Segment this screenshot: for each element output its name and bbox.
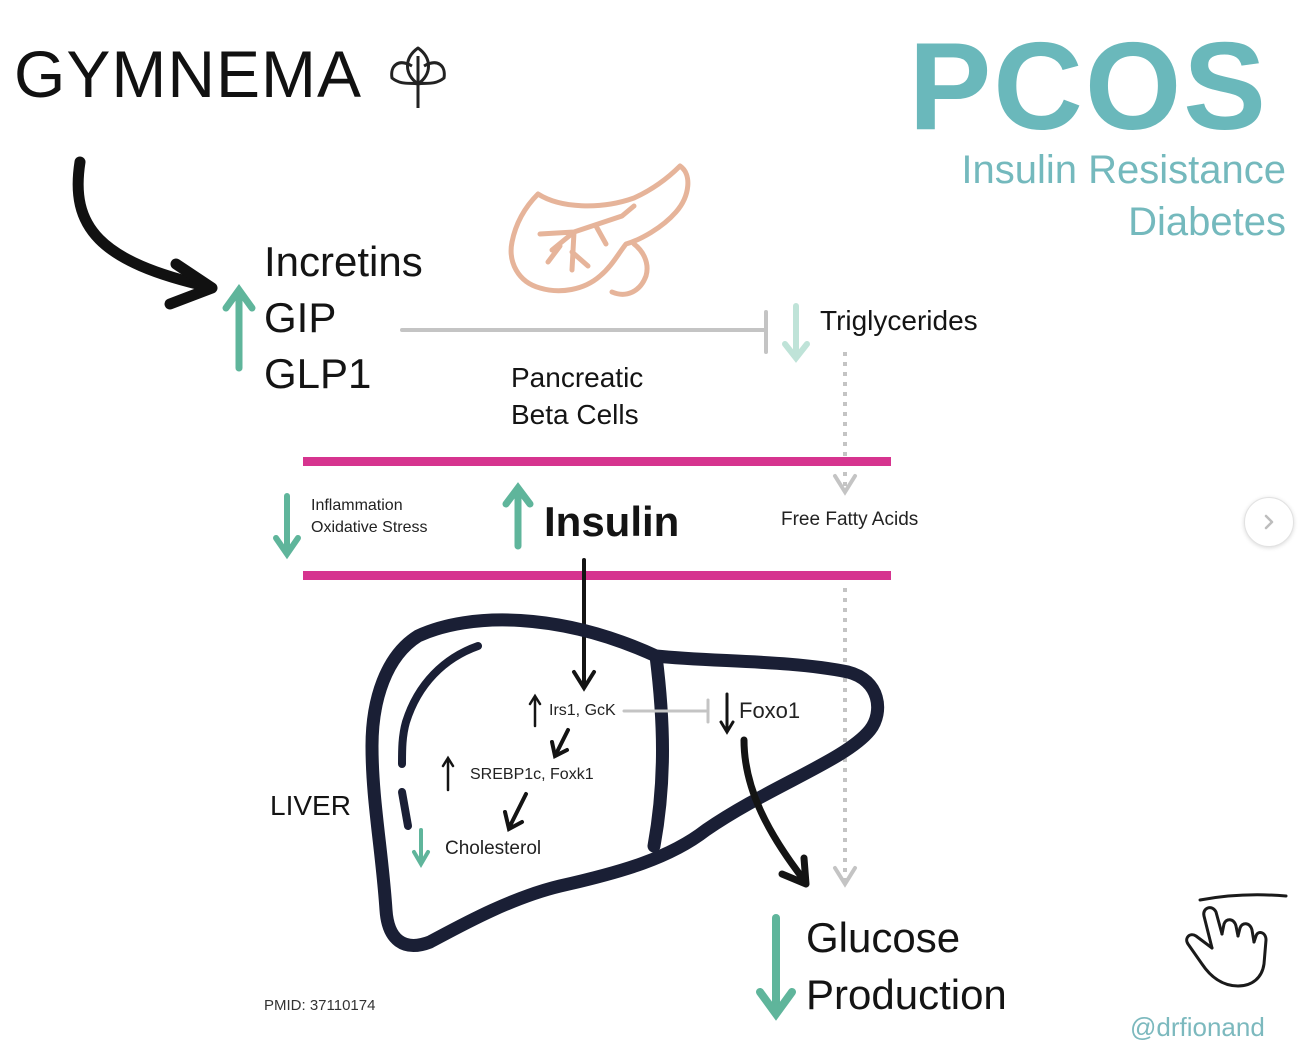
pointing-hand-icon: [1185, 893, 1288, 988]
condition-title: PCOS: [908, 18, 1268, 156]
srebp1c-foxk1-label: SREBP1c, Foxk1: [470, 766, 594, 783]
inflammation-down-arrow: [273, 493, 301, 560]
glp1-label: GLP1: [264, 350, 372, 397]
gymnema-arrow: [72, 156, 218, 310]
glucose-label: Glucose: [806, 914, 961, 961]
production-label: Production: [806, 971, 1007, 1018]
author-handle: @drfionand: [1130, 1012, 1265, 1042]
inflammation-label: Inflammation: [311, 497, 403, 514]
membrane-bar-top: [303, 457, 891, 466]
chevron-right-icon: [1264, 514, 1274, 530]
gip-label: GIP: [264, 294, 337, 341]
foxo1-to-glucose-arrow: [740, 736, 810, 888]
foxo1-down-arrow: [719, 692, 735, 735]
liver-label: LIVER: [270, 790, 351, 821]
beta-cells-label: Beta Cells: [511, 399, 639, 430]
page-title: GYMNEMA: [14, 37, 363, 111]
glucose-down-arrow: [756, 914, 796, 1021]
oxidative-stress-label: Oxidative Stress: [311, 519, 428, 536]
insulin-up-arrow: [502, 482, 534, 550]
membrane-bar-bottom: [303, 571, 891, 580]
srebp-up-arrow: [441, 755, 455, 792]
incretins-up-arrow: [222, 284, 256, 372]
dotted-arrow-triglycerides: [833, 352, 857, 496]
condition-subtitle-2: Diabetes: [1128, 200, 1286, 244]
incretins-label: Incretins: [264, 238, 423, 285]
cholesterol-label: Cholesterol: [445, 838, 542, 859]
leaf-icon: [390, 46, 446, 108]
foxo1-label: Foxo1: [739, 698, 801, 723]
dotted-arrow-fatty-acids: [833, 588, 857, 888]
condition-subtitle-1: Insulin Resistance: [961, 148, 1286, 192]
srebp-to-cholesterol-arrow: [503, 792, 528, 832]
cholesterol-down-arrow: [412, 828, 430, 868]
irs1-gck-label: Irs1, GcK: [549, 702, 616, 719]
free-fatty-acids-label: Free Fatty Acids: [781, 509, 919, 530]
irs1-to-srebp-arrow: [550, 728, 570, 759]
pancreas-icon: [508, 163, 691, 297]
next-slide-button[interactable]: [1244, 497, 1294, 547]
irs1-up-arrow: [528, 693, 542, 728]
liver-outline-icon: [365, 613, 885, 952]
inhibition-line-triglycerides: [400, 310, 768, 354]
insulin-to-liver-arrow: [572, 558, 596, 692]
pancreatic-label: Pancreatic: [511, 362, 644, 393]
pmid-reference: PMID: 37110174: [264, 997, 376, 1014]
triglycerides-down-arrow: [782, 303, 810, 363]
insulin-label: Insulin: [544, 498, 680, 545]
inhibition-line-foxo1: [622, 698, 710, 724]
triglycerides-label: Triglycerides: [820, 305, 978, 336]
